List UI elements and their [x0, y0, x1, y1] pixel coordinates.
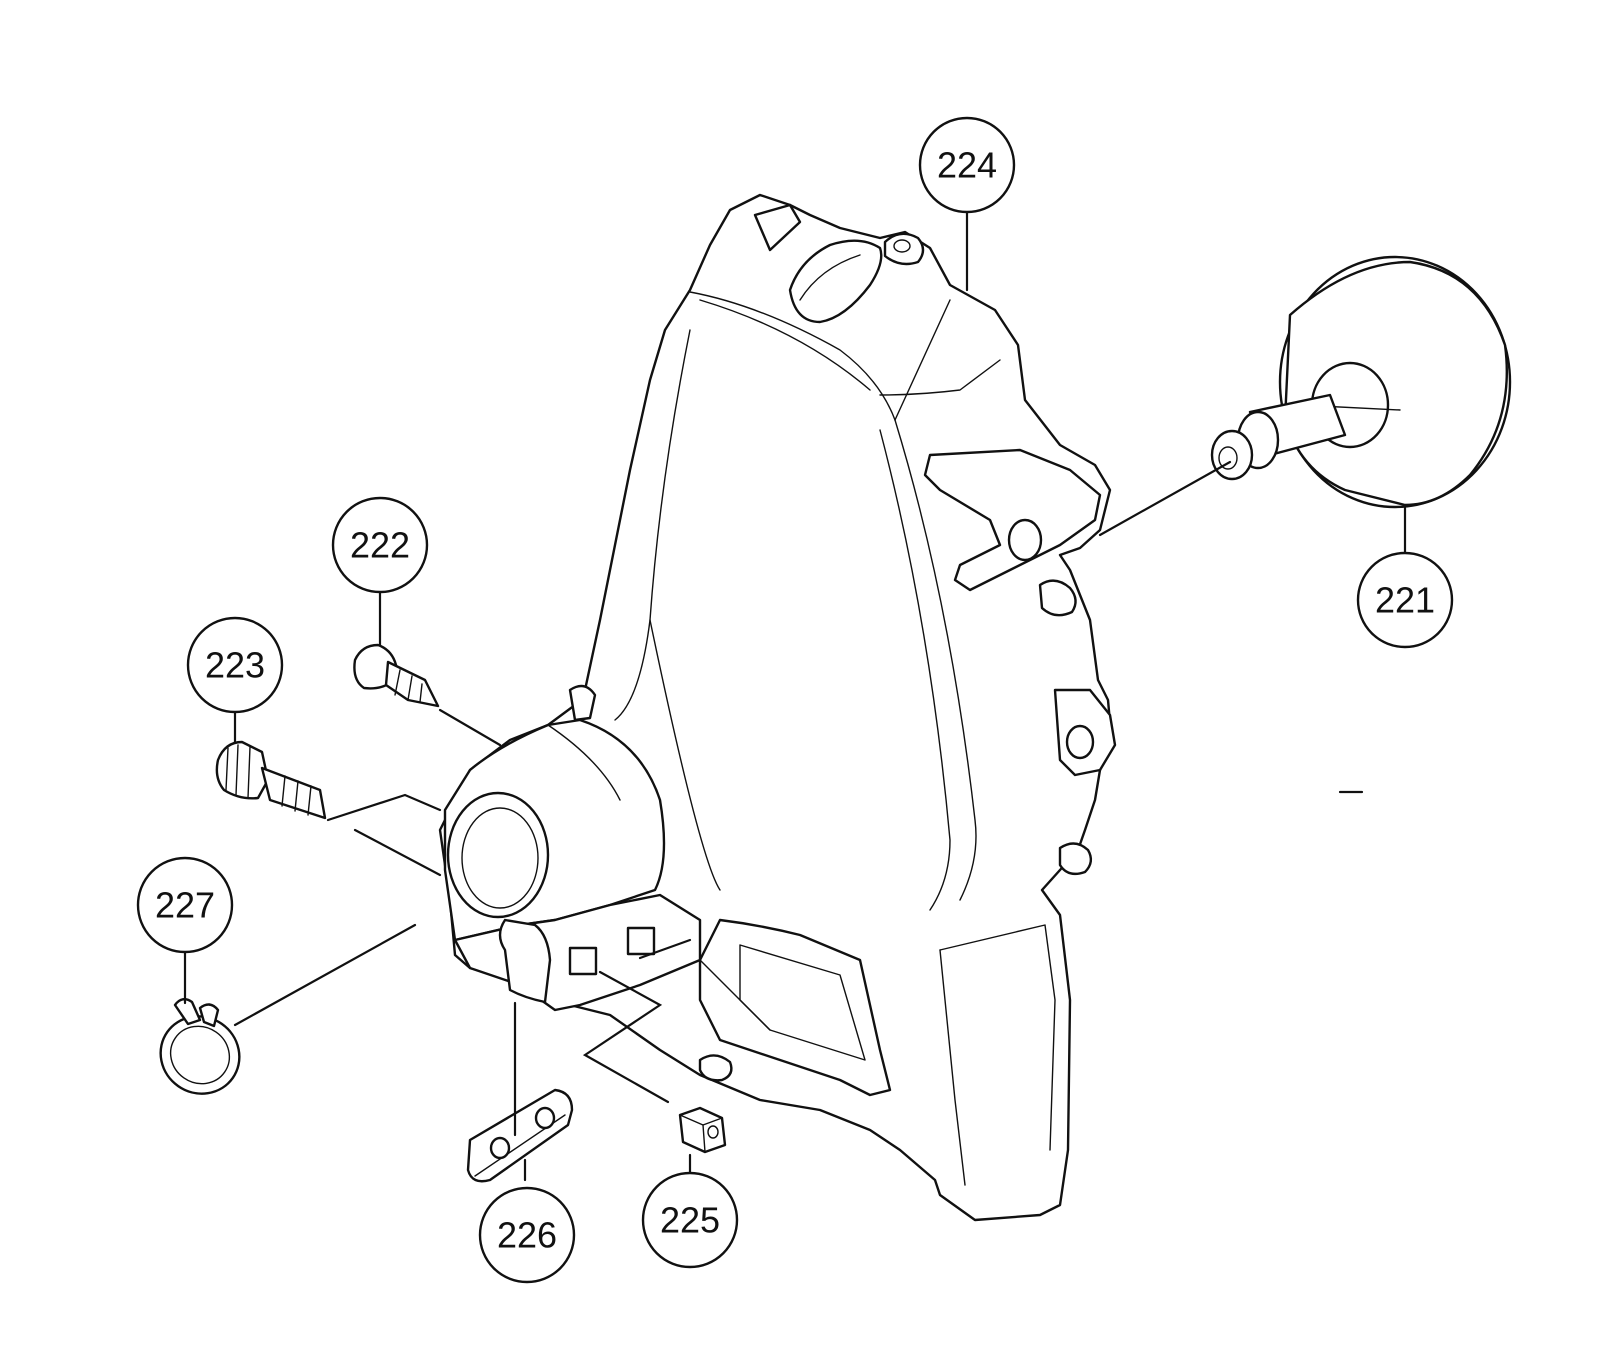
plate-part: [466, 1088, 574, 1183]
callout-221-label: 221: [1375, 580, 1435, 621]
callout-226: 226: [478, 1186, 576, 1284]
callout-224-label: 224: [937, 145, 997, 186]
leader-lines: [183, 210, 1407, 1182]
knob-screw-part: [215, 740, 327, 820]
callout-223-label: 223: [205, 645, 265, 686]
callout-225-label: 225: [660, 1200, 720, 1241]
callout-227-label: 227: [155, 885, 215, 926]
callout-222: 222: [331, 496, 429, 594]
square-nut-part: [678, 1106, 727, 1154]
circlip-part: [159, 997, 241, 1095]
clutch-drum-part: [1210, 255, 1512, 509]
callout-221: 221: [1356, 551, 1454, 649]
callout-226-label: 226: [497, 1215, 557, 1256]
callout-227: 227: [136, 856, 234, 954]
callout-223: 223: [186, 616, 284, 714]
clutch-housing-part: [438, 193, 1117, 1222]
callout-225: 225: [641, 1171, 739, 1269]
housing-body: [438, 193, 1114, 1222]
callout-222-label: 222: [350, 525, 410, 566]
bolt-part: [353, 643, 440, 708]
callout-224: 224: [918, 116, 1016, 214]
